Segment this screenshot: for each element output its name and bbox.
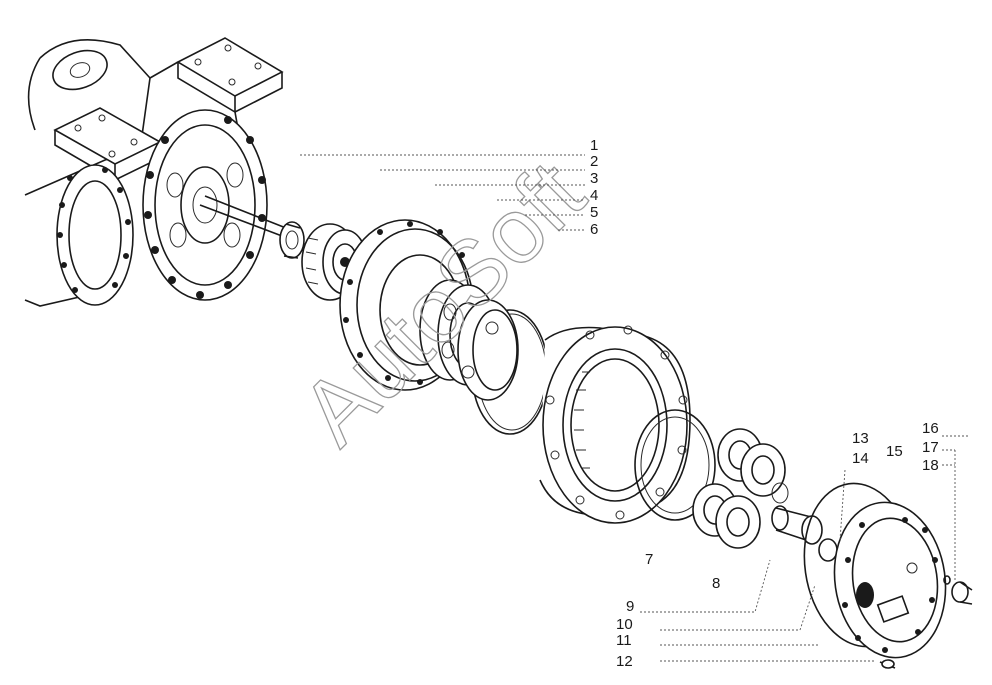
callout-6: 6 — [590, 221, 598, 238]
callout-4: 4 — [590, 187, 598, 204]
callout-16: 16 — [922, 420, 939, 437]
callout-11: 11 — [616, 632, 632, 649]
callout-8: 8 — [712, 575, 720, 592]
bearing-race — [457, 299, 519, 401]
callout-9: 9 — [626, 598, 634, 615]
callout-1: 1 — [590, 137, 598, 154]
planet-gears — [692, 428, 789, 549]
sun-gear-shaft — [771, 505, 838, 562]
callout-10: 10 — [616, 616, 633, 633]
callout-17: 17 — [922, 439, 939, 456]
hub-cover — [833, 501, 947, 669]
callout-12: 12 — [616, 653, 633, 670]
drain-plug — [943, 575, 973, 605]
ring-7 — [634, 409, 716, 521]
callout-13: 13 — [852, 430, 869, 447]
callout-15: 15 — [886, 443, 903, 460]
callout-7: 7 — [645, 551, 653, 568]
callout-3: 3 — [590, 170, 598, 187]
ring-gear-housing — [539, 325, 691, 524]
callout-5: 5 — [590, 204, 598, 221]
axle-housing — [24, 37, 287, 307]
leader-lines — [300, 154, 968, 662]
callout-2: 2 — [590, 153, 598, 170]
callout-labels: 1 2 3 4 5 6 7 8 9 10 11 12 13 14 15 16 1… — [590, 137, 939, 670]
bearing-assembly — [279, 221, 305, 259]
callout-14: 14 — [852, 450, 869, 467]
callout-18: 18 — [922, 457, 939, 474]
